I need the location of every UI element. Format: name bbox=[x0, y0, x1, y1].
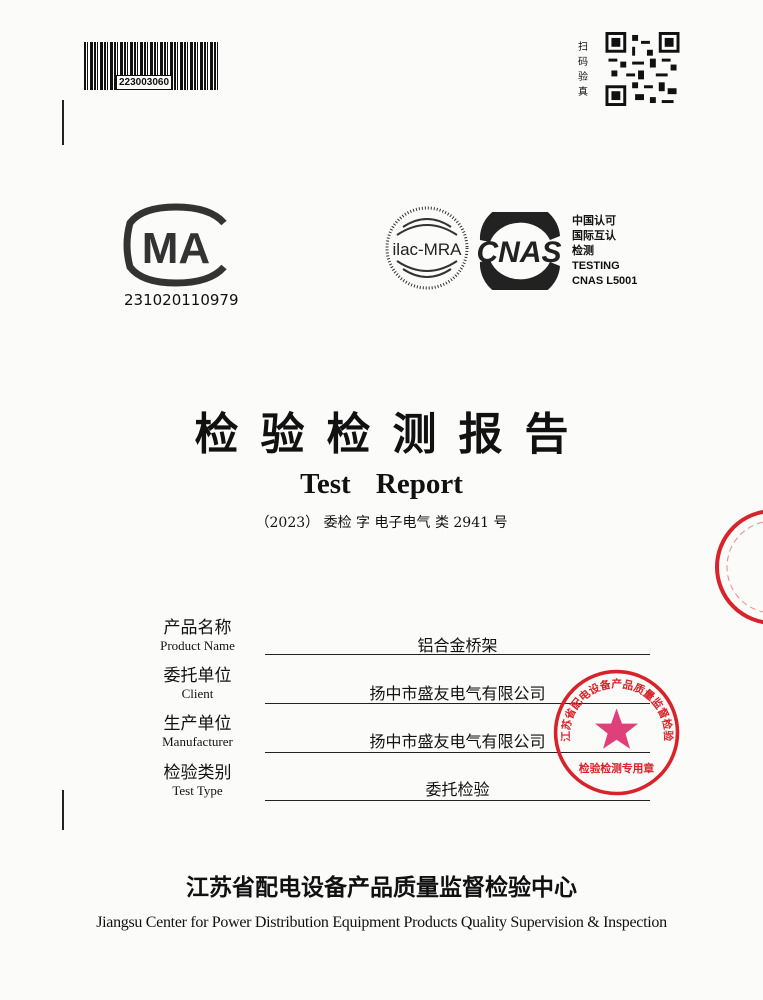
footer-org-english: Jiangsu Center for Power Distribution Eq… bbox=[96, 914, 667, 931]
field-underline bbox=[265, 703, 650, 704]
cnas-line: TESTING bbox=[572, 260, 620, 272]
client-value: 扬中市盛友电气有限公司 bbox=[369, 684, 546, 703]
manufacturer-value: 扬中市盛友电气有限公司 bbox=[369, 732, 546, 751]
field-underline bbox=[265, 752, 650, 753]
footer-org-chinese: 江苏省配电设备产品质量监督检验中心 bbox=[186, 874, 577, 901]
product-name-value: 铝合金桥架 bbox=[417, 636, 498, 655]
field-underline bbox=[265, 654, 650, 655]
title-english: Test Report bbox=[300, 468, 463, 500]
svg-text:MA: MA bbox=[142, 224, 210, 273]
cnas-line: CNAS L5001 bbox=[572, 275, 638, 287]
cnas-logo: CNAS bbox=[476, 212, 562, 290]
cnas-text: 中国认可 国际互认 检测 TESTING CNAS L5001 bbox=[572, 214, 637, 289]
scan-edge-mark bbox=[62, 790, 64, 830]
barcode-number: 223003060 bbox=[116, 75, 173, 90]
svg-text:检验检测专用章: 检验检测专用章 bbox=[579, 762, 655, 775]
report-number: （2023） 委检 字 电子电气 类 2941 号 bbox=[255, 515, 508, 531]
cnas-line: 检测 bbox=[572, 245, 594, 257]
cnas-line: 中国认可 bbox=[572, 215, 616, 227]
cma-logo: MA bbox=[123, 203, 227, 287]
qr-caption: 扫码验真 bbox=[578, 42, 588, 98]
field-underline bbox=[265, 800, 650, 801]
test-type-value: 委托检验 bbox=[425, 780, 490, 799]
scan-edge-mark bbox=[62, 100, 64, 145]
official-seal: 江苏省配电设备产品质量监督检验中心 检验检测专用章 bbox=[552, 668, 680, 796]
title-chinese: 检验检测报告 bbox=[194, 409, 591, 460]
svg-text:CNAS: CNAS bbox=[476, 236, 561, 269]
cma-number: 231020110979 bbox=[124, 291, 239, 309]
qr-code[interactable] bbox=[605, 32, 680, 106]
svg-text:ilac-MRA: ilac-MRA bbox=[393, 240, 463, 259]
ilac-mra-logo: ilac-MRA bbox=[385, 206, 469, 290]
cnas-line: 国际互认 bbox=[572, 230, 616, 242]
partial-seal bbox=[715, 509, 763, 625]
